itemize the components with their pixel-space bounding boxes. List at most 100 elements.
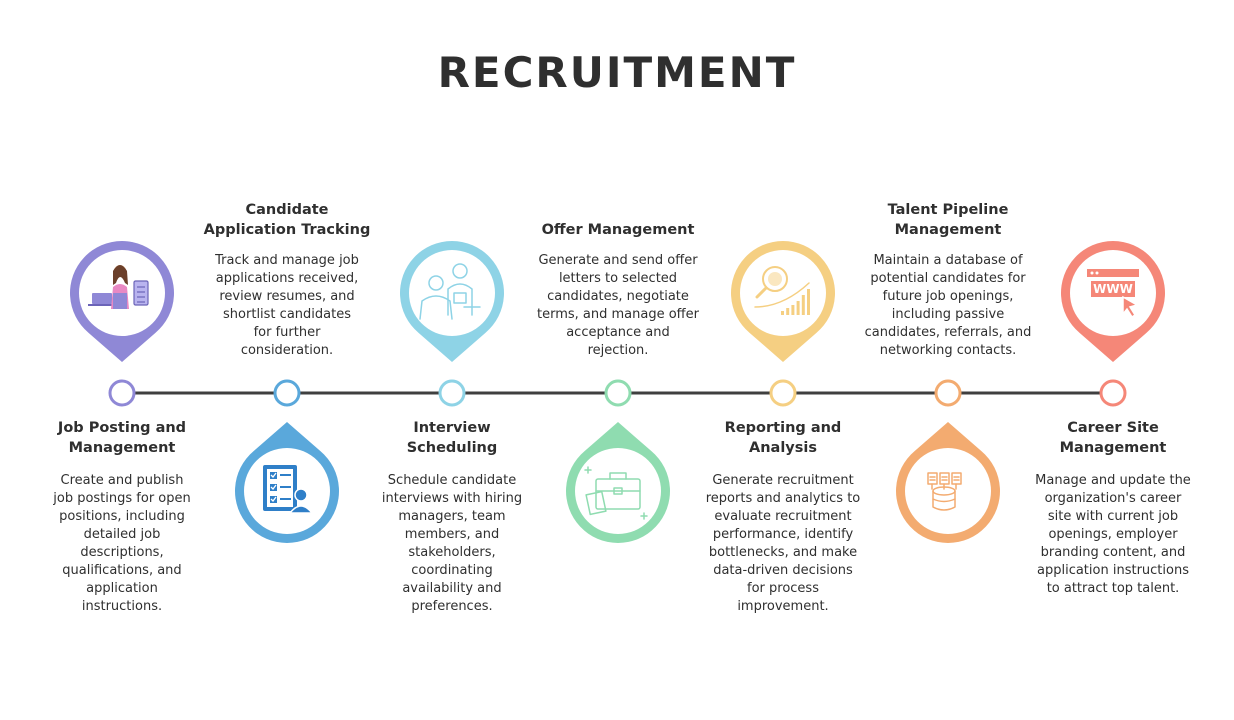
step-description-line: for further	[253, 325, 321, 340]
step-description-line: qualifications, and	[62, 563, 182, 578]
step-description-line: Generate recruitment	[712, 473, 854, 488]
step-pin	[731, 240, 835, 362]
step-description-line: applications received,	[215, 271, 359, 286]
step-description-line: detailed job	[83, 527, 161, 542]
step-description-line: Track and manage job	[215, 253, 359, 268]
step-description: Generate recruitment reports and analytic…	[683, 472, 883, 616]
step-pin	[400, 241, 505, 362]
step-title-line: Job Posting and	[57, 420, 187, 436]
step-description-line: including passive	[891, 307, 1005, 322]
step-pin	[896, 422, 1000, 544]
step-description: Track and manage job applications receive…	[187, 252, 387, 360]
step-title-line: Scheduling	[406, 440, 498, 456]
step-title-line: Candidate	[245, 202, 329, 218]
step-title-line: Analysis	[749, 440, 817, 456]
step-description-line: Schedule candidate	[387, 473, 517, 488]
interview-people-icon	[419, 263, 481, 320]
www-text: WWW	[1093, 282, 1133, 296]
step-description-line: rejection.	[587, 343, 649, 358]
briefcase-icon	[584, 466, 648, 520]
step-title: Offer Management	[518, 220, 718, 240]
step-title-line: Offer Management	[541, 222, 695, 238]
step-description-line: evaluate recruitment	[714, 509, 852, 524]
step-description-line: stakeholders,	[408, 545, 496, 560]
step-description: Manage and update the organization's care…	[1013, 472, 1213, 598]
step-description-line: potential candidates for	[870, 271, 1026, 286]
step-description-line: acceptance and	[566, 325, 670, 340]
step-description-line: reports and analytics to	[705, 491, 861, 506]
recruiter-laptop-icon	[88, 265, 149, 309]
step-description-line: instructions.	[81, 599, 163, 614]
step-description-line: data-driven decisions	[713, 563, 853, 578]
step-description-line: improvement.	[737, 599, 829, 614]
timeline-marker	[604, 379, 632, 407]
step-description-line: terms, and manage offer	[537, 307, 699, 322]
step-description: Generate and send offer letters to select…	[518, 252, 718, 360]
step-pin	[235, 422, 339, 544]
step-description-line: job postings for open	[53, 491, 191, 506]
database-icon	[927, 472, 962, 511]
step-title-line: Management	[68, 440, 176, 456]
page-title: RECRUITMENT	[437, 48, 797, 97]
step-description-line: site with current job	[1047, 509, 1179, 524]
step-title-line: Application Tracking	[203, 222, 371, 238]
step-description-line: members, and	[404, 527, 500, 542]
step-description-line: coordinating	[411, 563, 493, 578]
step-description-line: Generate and send offer	[538, 253, 698, 268]
step-title-line: Interview	[413, 420, 491, 436]
step-description-line: openings, employer	[1048, 527, 1178, 542]
step-description-line: preferences.	[411, 599, 493, 614]
step-description-line: application instructions	[1037, 563, 1189, 578]
step-description-line: application	[86, 581, 158, 596]
step-description-line: letters to selected	[558, 271, 678, 286]
step-description-line: shortlist candidates	[223, 307, 351, 322]
step-description-line: managers, team	[398, 509, 506, 524]
step-description: Create and publish job postings for open p…	[22, 472, 222, 616]
step-pin	[566, 422, 671, 543]
step-description-line: Maintain a database of	[873, 253, 1023, 268]
step-description-line: Manage and update the	[1035, 473, 1191, 488]
timeline-marker	[438, 379, 466, 407]
step-description-line: future job openings,	[882, 289, 1014, 304]
step-description-line: to attract top talent.	[1046, 581, 1180, 596]
step-title-line: Reporting and	[724, 420, 842, 436]
step-description-line: performance, identify	[712, 527, 854, 542]
step-pin	[70, 241, 175, 362]
step-description-line: bottlenecks, and make	[708, 545, 858, 560]
step-description-line: candidates, referrals, and	[864, 325, 1032, 340]
checklist-candidate-icon	[263, 465, 314, 514]
step-title-line: Talent Pipeline	[887, 202, 1009, 218]
step-description-line: availability and	[402, 581, 502, 596]
step-description-line: Create and publish	[60, 473, 184, 488]
website-www-icon: WWW	[1086, 268, 1140, 319]
step-description-line: consideration.	[240, 343, 334, 358]
step-description-line: positions, including	[59, 509, 185, 524]
step-title-line: Management	[1059, 440, 1167, 456]
step-description-line: for process	[747, 581, 819, 596]
step-description-line: interviews with hiring	[381, 491, 523, 506]
step-description-line: review resumes, and	[219, 289, 355, 304]
timeline-marker	[934, 379, 962, 407]
timeline-marker	[273, 379, 301, 407]
timeline-marker	[769, 379, 797, 407]
step-description-line: candidates, negotiate	[547, 289, 689, 304]
step-description-line: branding content, and	[1040, 545, 1186, 560]
step-description: Schedule candidate interviews with hiring…	[352, 472, 552, 616]
step-title-line: Management	[894, 222, 1002, 238]
step-description-line: descriptions,	[80, 545, 164, 560]
timeline-marker	[1099, 379, 1127, 407]
step-pin: WWW	[1061, 240, 1165, 362]
step-description-line: organization's career	[1044, 491, 1182, 506]
step-description: Maintain a database of potential candidat…	[848, 252, 1048, 360]
analytics-magnifier-icon	[754, 266, 810, 315]
timeline-marker	[108, 379, 136, 407]
step-title-line: Career Site	[1067, 420, 1159, 436]
step-description-line: networking contacts.	[879, 343, 1017, 358]
